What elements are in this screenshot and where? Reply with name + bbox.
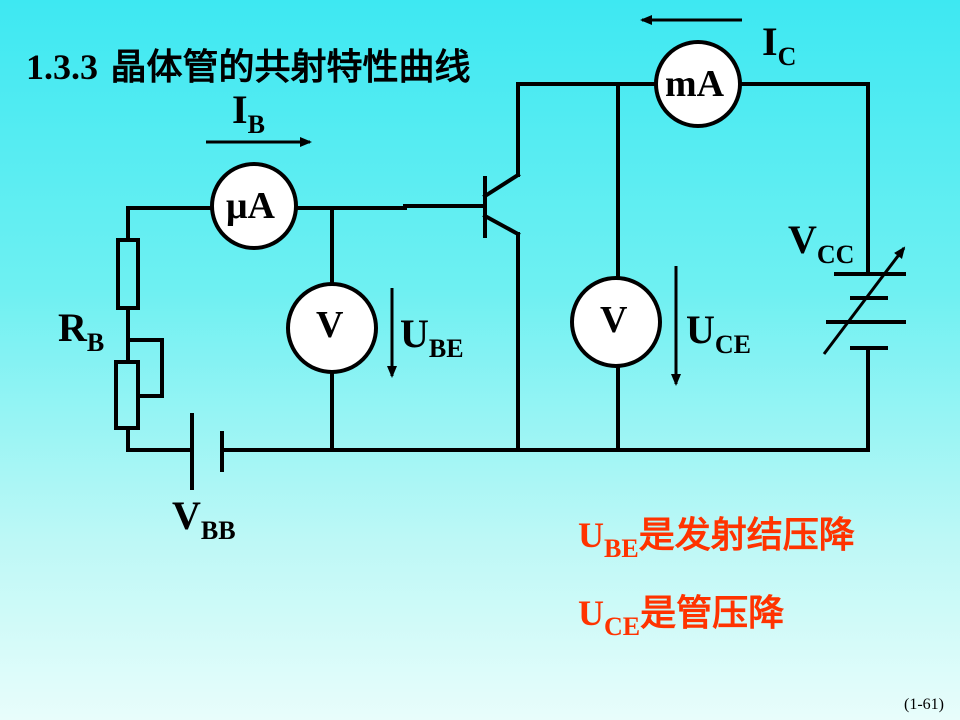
resistor-rb-variable [114,360,140,430]
microammeter-label: μA [226,185,275,227]
vcc-label: VCC [788,217,855,269]
voltmeter-be-label: V [316,304,344,346]
vcc-adjust-arrow [822,246,906,355]
voltmeter-be-circle [286,282,378,374]
ib-label: IB [232,87,265,139]
uce-label: UCE [686,307,752,359]
ic-label: IC [762,19,797,71]
ube-label: UBE [400,311,464,363]
page-number: (1-61) [904,696,944,713]
note-uce: UCE是管压降 [578,593,785,641]
vbb-label: VBB [172,493,236,545]
transistor-emitter-lead [482,213,521,237]
voltmeter-ce-label: V [600,299,628,341]
transistor-collector-lead [482,172,521,199]
rb-label: RB [58,305,105,357]
page-title: 1.3.3 晶体管的共射特性曲线 [26,47,471,88]
resistor-rb-fixed [116,238,140,310]
voltmeter-ce-circle [570,276,662,368]
note-ube: UBE是发射结压降 [578,515,855,563]
microammeter-circle [210,162,298,250]
milliammeter-circle [654,40,742,128]
wire-rb-wiper [126,338,164,398]
milliammeter-label: mA [665,63,725,105]
